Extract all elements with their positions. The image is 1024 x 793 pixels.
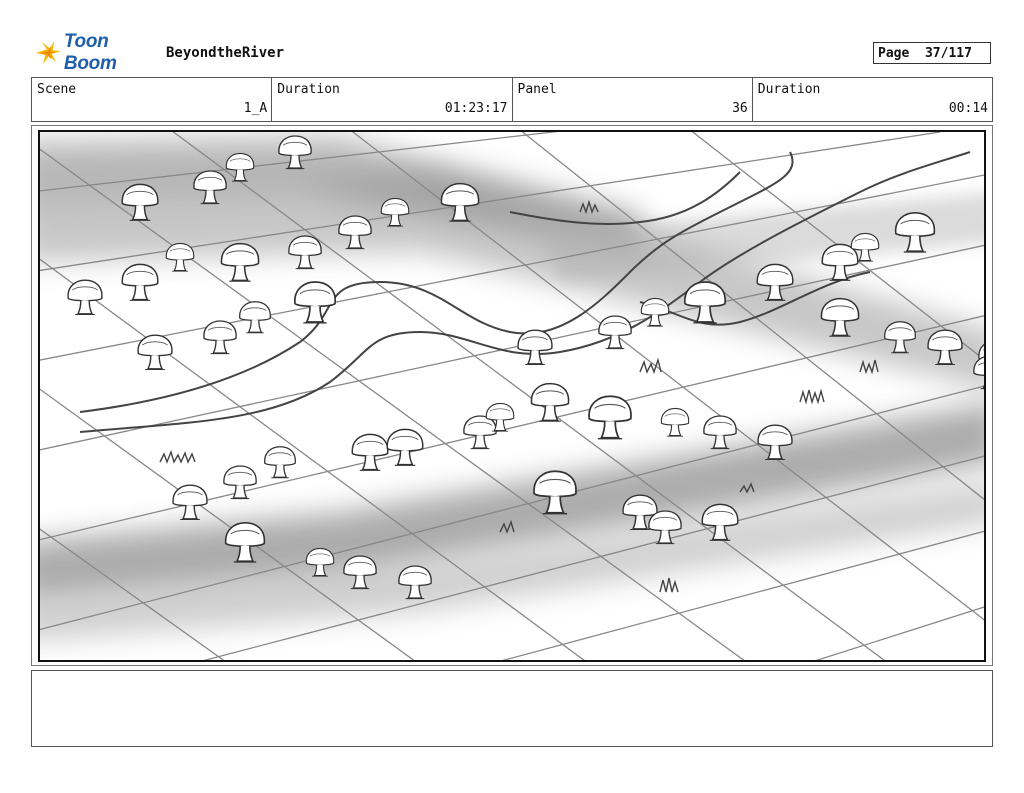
page-value: 37/117 xyxy=(924,45,972,61)
mushroom-sketch xyxy=(660,407,690,437)
mushroom-sketch xyxy=(294,281,337,324)
mushroom-sketch xyxy=(165,242,195,272)
storyboard-sketch xyxy=(40,132,984,660)
scene-info-row: Scene 1_A Duration 01:23:17 Panel 36 Dur… xyxy=(31,77,993,122)
mushroom-sketch xyxy=(264,446,296,479)
scene-value: 1_A xyxy=(243,101,268,116)
mushroom-sketch xyxy=(463,415,497,450)
scene-cell: Scene 1_A xyxy=(32,78,273,121)
panel-frame xyxy=(31,125,993,666)
mushroom-sketch xyxy=(172,484,208,521)
mushroom-sketch xyxy=(239,301,271,334)
panel-duration-cell: Duration 00:14 xyxy=(753,78,992,121)
panel-value: 36 xyxy=(732,101,748,116)
river-lines xyxy=(79,151,971,433)
panel-drawing xyxy=(38,130,986,662)
project-title: BeyondtheRiver xyxy=(166,45,285,61)
logo-text: Toon Boom xyxy=(63,31,117,74)
page-indicator: Page 37/117 xyxy=(873,42,991,64)
toon-boom-logo: Toon Boom xyxy=(34,31,159,74)
page-label: Page xyxy=(878,45,910,61)
mushroom-sketch xyxy=(121,263,159,302)
mushroom-sketch xyxy=(137,334,173,371)
panel-label: Panel xyxy=(517,82,557,97)
mushroom-sketch xyxy=(203,320,237,355)
mushroom-sketch xyxy=(821,243,859,282)
scene-duration-cell: Duration 01:23:17 xyxy=(272,78,513,121)
mushroom-sketch xyxy=(517,329,553,366)
mushroom-sketch xyxy=(220,242,260,282)
scene-duration-label: Duration xyxy=(277,82,340,97)
mushroom-sketch xyxy=(288,235,322,270)
mushroom-sketch xyxy=(67,279,103,316)
star-burst-icon xyxy=(35,40,61,65)
grass-tufts xyxy=(159,199,879,593)
panel-cell: Panel 36 xyxy=(513,78,753,121)
panel-notes-box xyxy=(31,670,993,747)
scene-label: Scene xyxy=(37,82,77,97)
perspective-grid xyxy=(40,132,984,660)
panel-duration-value: 00:14 xyxy=(948,101,988,116)
scene-duration-value: 01:23:17 xyxy=(444,101,508,116)
mushroom-sketch xyxy=(703,415,737,450)
panel-duration-label: Duration xyxy=(757,82,821,97)
mushroom-sketch xyxy=(640,297,670,327)
mushroom-sketch xyxy=(223,465,257,500)
shadow-bands xyxy=(40,137,984,641)
mushroom-sketch xyxy=(588,395,632,440)
mushroom-sketch xyxy=(386,428,424,467)
